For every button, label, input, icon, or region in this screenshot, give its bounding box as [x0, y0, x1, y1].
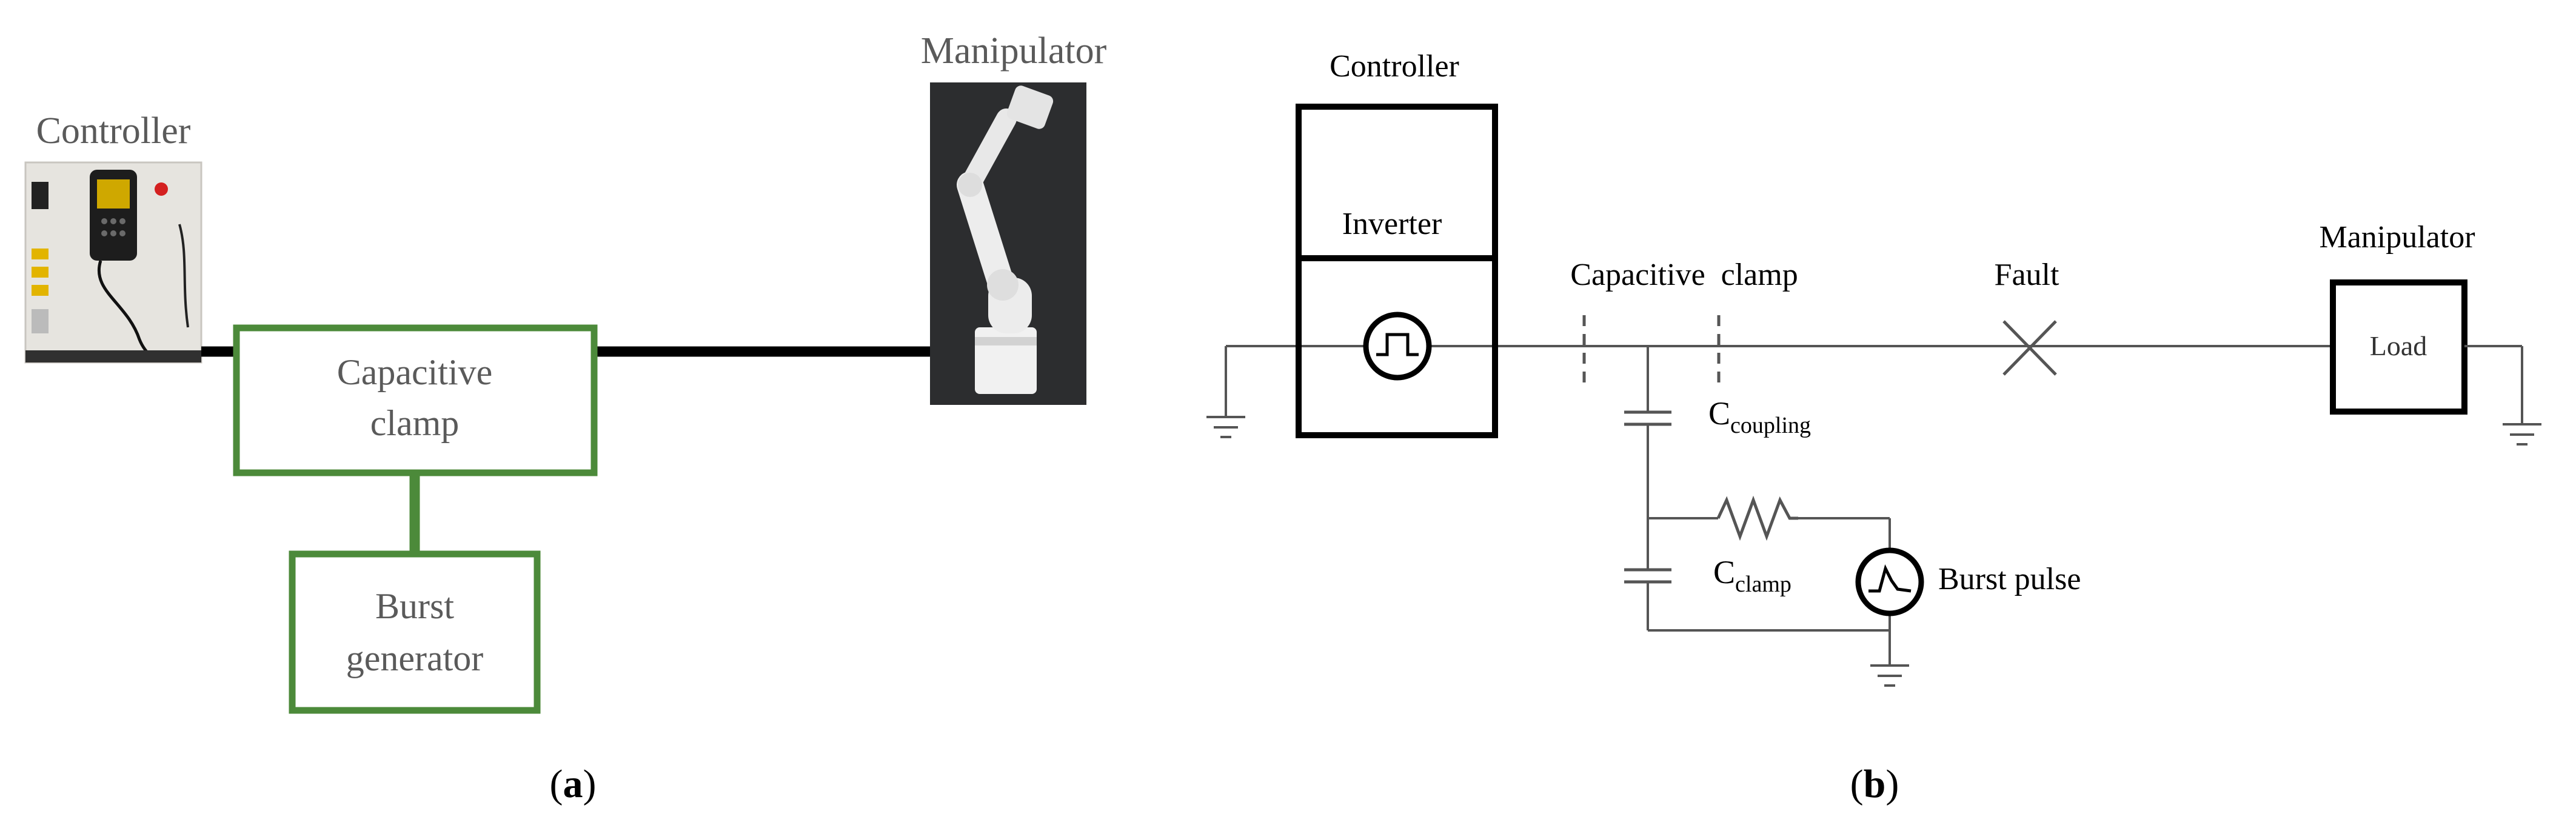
inverter-label: Inverter — [1342, 207, 1442, 241]
fault-label: Fault — [1995, 258, 2059, 292]
burst-generator-label-line2: generator — [346, 638, 484, 678]
controller-cabinet-image — [24, 161, 202, 364]
panel-a: Capacitive clamp Burst generator Control… — [24, 30, 1107, 806]
c-clamp-label: Cclamp — [1713, 554, 1791, 597]
caption-a: (a) — [550, 762, 597, 806]
burst-ground-icon — [1870, 664, 1909, 687]
c-clamp-capacitor-icon — [1624, 568, 1671, 584]
capacitive-clamp-label-line2: clamp — [370, 403, 460, 443]
caption-b: (b) — [1850, 762, 1899, 806]
resistor-icon — [1716, 495, 1798, 541]
panel-b: Controller Inverter Capacitive clamp Cc — [1206, 49, 2541, 806]
manipulator-label-a: Manipulator — [921, 30, 1107, 72]
inverter-source-icon — [1363, 312, 1432, 381]
burst-pulse-source-icon — [1855, 547, 1924, 616]
capacitive-clamp-label-line1: Capacitive — [337, 352, 493, 392]
load-box — [2330, 279, 2467, 415]
load-label: Load — [2370, 330, 2427, 361]
capacitive-clamp-label-b: Capacitive clamp — [1570, 258, 1798, 292]
burst-generator-label-line1: Burst — [375, 586, 454, 626]
right-ground-icon — [2464, 345, 2541, 446]
controller-label-b: Controller — [1330, 49, 1459, 84]
c-coupling-capacitor-icon — [1624, 410, 1671, 426]
burst-generator-box — [289, 550, 541, 714]
controller-label-a: Controller — [36, 110, 191, 152]
manipulator-image — [930, 82, 1086, 405]
controller-box — [1296, 104, 1498, 438]
fault-x-icon — [2002, 320, 2057, 376]
c-coupling-label: Ccoupling — [1708, 395, 1811, 438]
left-ground-icon — [1206, 346, 1245, 438]
manipulator-label-b: Manipulator — [2319, 220, 2475, 255]
burst-pulse-label: Burst pulse — [1938, 562, 2081, 596]
coupling-branch — [1647, 346, 1891, 666]
capacitive-clamp-box — [233, 324, 598, 476]
